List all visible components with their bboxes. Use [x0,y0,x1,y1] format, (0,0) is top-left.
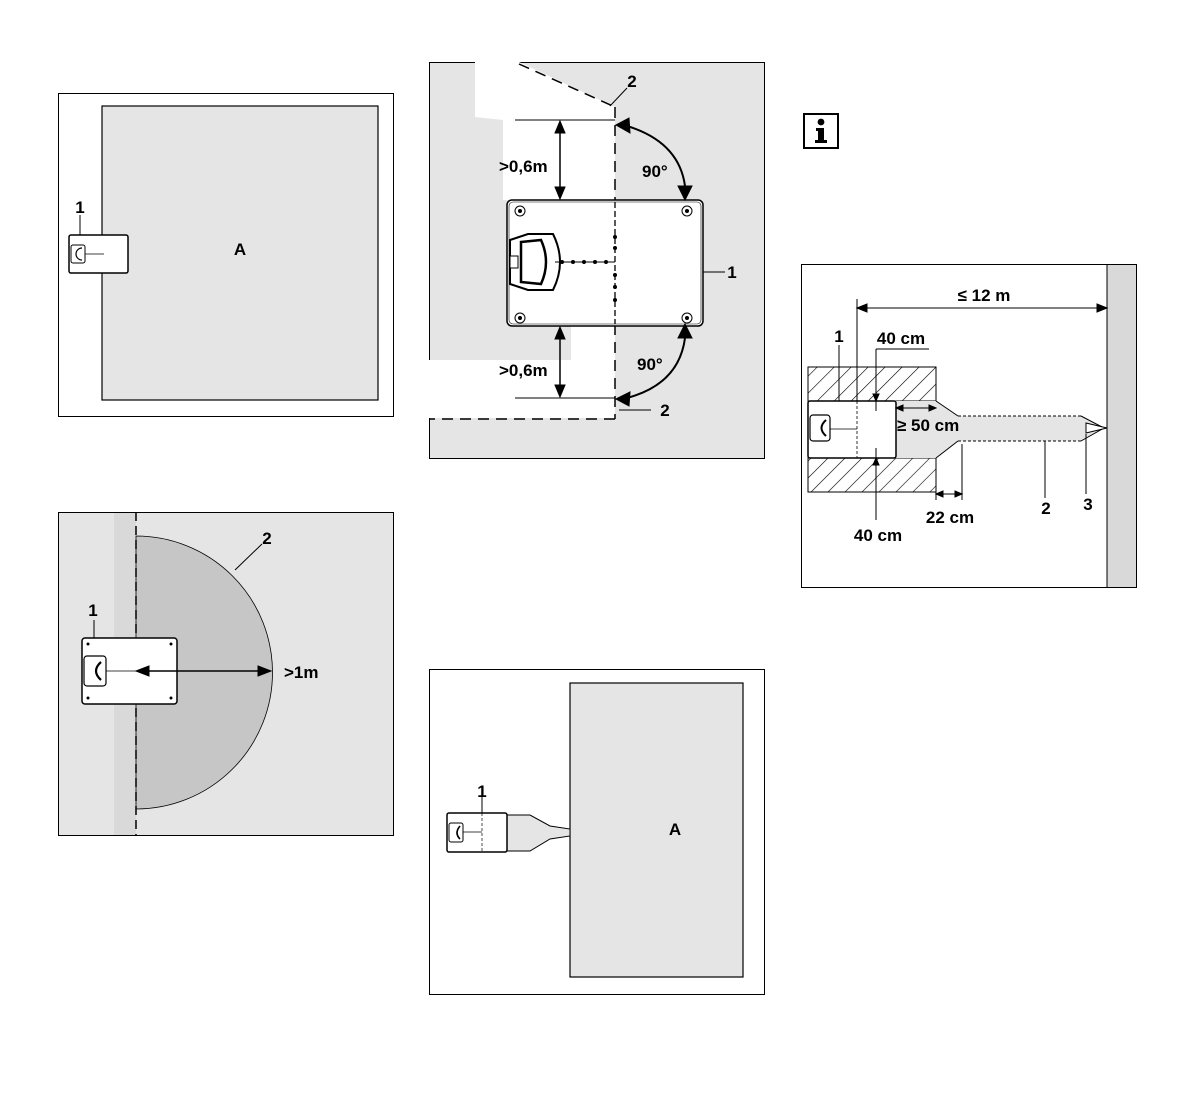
base-station-label: 1 [477,782,486,801]
figure-base-station-at-edge: 1 A [58,93,394,417]
base-station [507,200,703,326]
base-station-label: 1 [834,327,843,346]
base-station-label: 1 [88,601,97,620]
figure-docking-corridor: ≤ 12 m 1 40 cm ≥ 50 cm 22 cm 40 cm 2 3 [801,264,1137,588]
zone-label: 2 [262,529,271,548]
lawn-area [570,683,743,977]
area-label: A [234,240,246,259]
clearance-top-label: >0,6m [499,157,548,176]
angle-bottom-label: 90° [637,355,663,374]
base-station-label: 1 [75,198,84,217]
angle-top-label: 90° [642,162,668,181]
figure-docking-clearance: 2 1 2 >0,6m >0,6m 90° 90° [429,62,765,459]
base-station-label: 1 [727,263,736,282]
peg-label: 3 [1083,495,1092,514]
obstacle-bottom [808,458,936,492]
width-bottom-label: 40 cm [854,526,902,545]
figure-no-lawn-zone: 1 2 >1m [58,512,394,836]
wire-label-bottom: 2 [660,401,669,420]
entry-length-label: ≥ 50 cm [897,416,959,435]
base-station [447,813,507,852]
obstacle-top [808,367,936,401]
wire-label-top: 2 [627,72,636,91]
info-icon [803,113,839,149]
neck-length-label: 22 cm [926,508,974,527]
figure-base-station-with-corridor: 1 A [429,669,765,995]
area-label: A [669,820,681,839]
width-top-label: 40 cm [877,329,925,348]
wire-label: 2 [1041,499,1050,518]
dimension-total-label: ≤ 12 m [958,286,1011,305]
wall [1107,265,1137,588]
base-station [808,401,896,458]
distance-label: >1m [284,663,319,682]
clearance-bottom-label: >0,6m [499,361,548,380]
base-station [69,235,128,273]
